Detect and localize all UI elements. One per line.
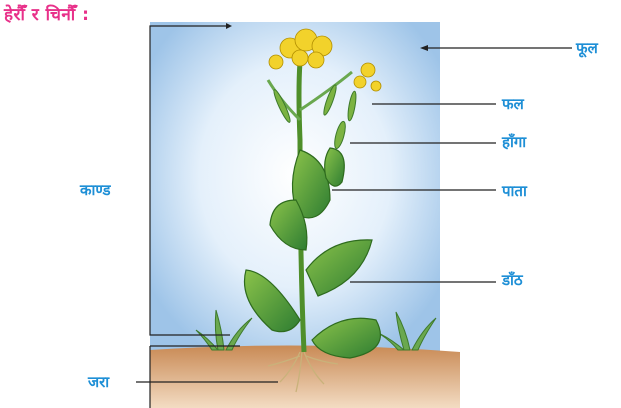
label-stalk: काण्ड bbox=[80, 180, 111, 200]
label-root: जरा bbox=[88, 372, 109, 392]
label-flower: फूल bbox=[576, 38, 598, 58]
label-branch: हाँगा bbox=[502, 132, 526, 152]
label-leaf: पाता bbox=[502, 181, 527, 201]
label-fruit: फल bbox=[502, 94, 524, 114]
label-stem: डाँठ bbox=[502, 270, 523, 290]
